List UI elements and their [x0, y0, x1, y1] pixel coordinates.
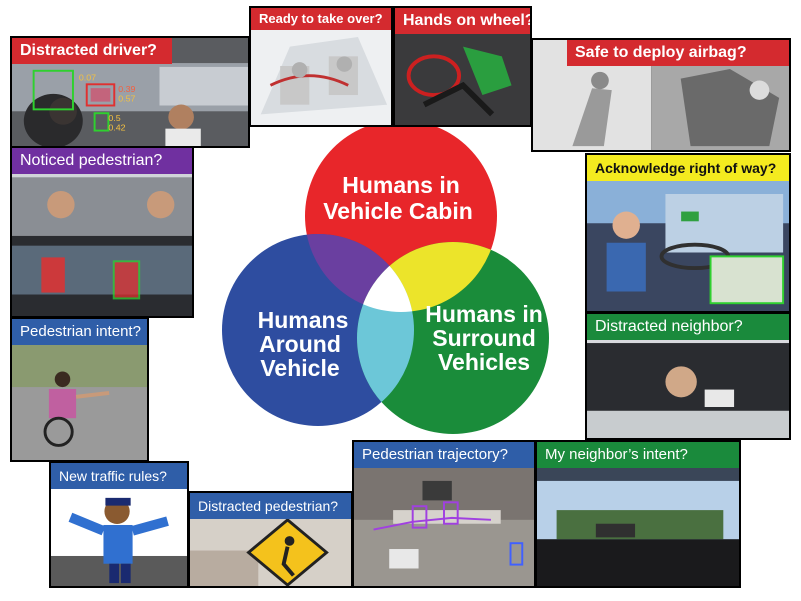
score-3: 0.57 [118, 94, 135, 104]
panel-distracted-pedestrian: Distracted pedestrian? [188, 491, 353, 588]
panel-title: Safe to deploy airbag? [567, 40, 789, 66]
panel-title: Pedestrian trajectory? [354, 442, 534, 468]
panel-title: Distracted pedestrian? [190, 493, 351, 519]
score-1: 0.07 [79, 73, 96, 83]
panel-title: Distracted neighbor? [587, 314, 789, 340]
panel-hands-on-wheel: Hands on wheel? [393, 6, 532, 127]
panel-title: Ready to take over? [251, 8, 391, 30]
score-2: 0.39 [118, 84, 135, 94]
venn-center [357, 242, 414, 312]
panel-ready-take-over: Ready to take over? [249, 6, 393, 127]
panel-title: Hands on wheel? [395, 8, 530, 34]
panel-pedestrian-intent: Pedestrian intent? [10, 317, 149, 462]
venn-label-cabin-1: Humans in [342, 172, 460, 198]
right-of-way-illustration [587, 155, 789, 311]
panel-pedestrian-trajectory: Pedestrian trajectory? [352, 440, 536, 588]
panel-noticed-pedestrian: Noticed pedestrian? [10, 146, 194, 318]
panel-distracted-driver: 0.07 0.39 0.57 0.5 0.42 Distracted drive… [10, 36, 250, 148]
venn-label-around-2: Around [259, 331, 341, 357]
venn-label-surround-2: Surround [432, 325, 536, 351]
panel-title: Acknowledge right of way? [587, 155, 789, 181]
venn-overlap-cabin-around [305, 234, 414, 312]
panel-title: Noticed pedestrian? [12, 148, 192, 174]
score-5: 0.42 [108, 123, 125, 133]
score-4: 0.5 [108, 113, 120, 123]
venn-label-around-3: Vehicle [260, 355, 339, 381]
driver-photo: 0.07 0.39 0.57 0.5 0.42 [12, 38, 248, 146]
panel-neighbor-intent: My neighbor’s intent? [535, 440, 741, 588]
panel-acknowledge-right: Acknowledge right of way? [585, 153, 791, 313]
panel-safe-airbag: Safe to deploy airbag? [531, 38, 791, 152]
venn-label-surround-1: Humans in [425, 301, 543, 327]
venn-label-around-1: Humans [258, 307, 349, 333]
panel-title: My neighbor’s intent? [537, 442, 739, 468]
panel-title: New traffic rules? [51, 463, 187, 489]
venn-label-surround-3: Vehicles [438, 349, 530, 375]
panel-title: Distracted driver? [12, 38, 172, 64]
panel-new-traffic-rules: New traffic rules? [49, 461, 189, 588]
panel-title: Pedestrian intent? [12, 319, 147, 345]
panel-distracted-neighbor: Distracted neighbor? [585, 312, 791, 440]
venn-label-cabin-2: Vehicle Cabin [323, 198, 473, 224]
